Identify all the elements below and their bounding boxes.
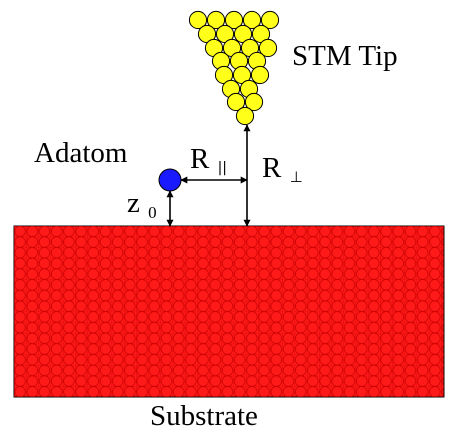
z0-label-main: z	[127, 187, 140, 219]
tip-atom	[235, 106, 255, 126]
r-perp-label-main: R	[262, 152, 282, 184]
r-par-label-main: R	[190, 143, 210, 175]
tip-atom	[258, 38, 278, 58]
r-par-label: R ||	[190, 143, 227, 176]
tip-atom	[244, 92, 264, 112]
r-par-label-subscript: ||	[218, 160, 227, 176]
tip-atom	[226, 92, 246, 112]
substrate-atom-grid	[14, 226, 444, 397]
tip-atom	[188, 10, 208, 30]
r-perp-label-subscript: ⊥	[290, 168, 303, 186]
tip-atom	[250, 65, 270, 85]
r-perp-label: R ⊥	[262, 152, 303, 186]
z0-label: z 0	[127, 187, 157, 222]
tip-atom	[242, 10, 262, 30]
adatom-label: Adatom	[34, 137, 128, 169]
z0-label-subscript: 0	[148, 203, 157, 222]
tip-atom	[224, 10, 244, 30]
stm-tip-atoms	[188, 10, 280, 126]
tip-atom	[206, 10, 226, 30]
tip-atom	[260, 10, 280, 30]
stm-tip-label: STM Tip	[292, 40, 398, 72]
substrate-label: Substrate	[150, 400, 258, 432]
adatom	[158, 168, 182, 192]
